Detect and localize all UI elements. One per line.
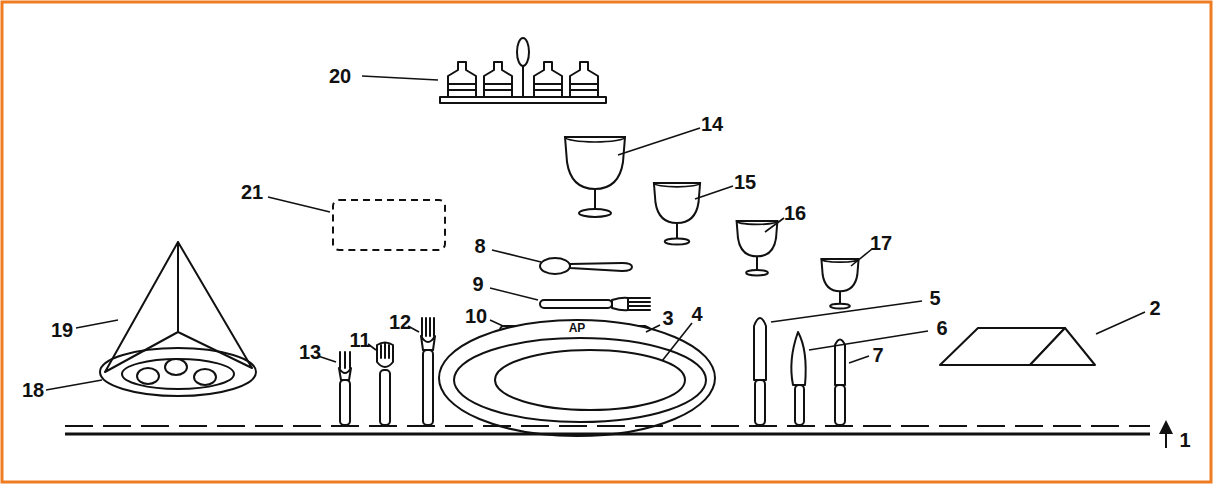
callout-number: 1 <box>1179 430 1190 450</box>
place-card <box>940 328 1095 365</box>
callout-number: 4 <box>691 304 702 324</box>
callout-number: 5 <box>929 288 940 308</box>
callout-number: 7 <box>872 345 883 365</box>
first-course-fork <box>339 352 351 425</box>
wine-glass <box>737 221 778 275</box>
callout-number: 16 <box>784 203 806 223</box>
callout-number: 21 <box>241 182 263 202</box>
table-edge <box>65 433 1150 436</box>
callout-number: 13 <box>299 342 321 362</box>
callout-number: 2 <box>1149 298 1160 318</box>
cruet-stand <box>440 38 606 103</box>
dessert-spoon <box>540 258 632 274</box>
callout-number: 15 <box>734 172 756 192</box>
water-glass <box>565 137 625 217</box>
table-edge-dashed <box>65 425 1150 427</box>
callout-number: 3 <box>662 308 673 328</box>
dashed-place <box>333 200 445 250</box>
fish-knife <box>791 332 805 425</box>
callout-number: 11 <box>349 330 370 350</box>
callout-number: 19 <box>51 320 73 340</box>
callout-number: 6 <box>936 318 947 338</box>
callout-number: 9 <box>472 274 483 294</box>
meat-fork <box>421 318 435 425</box>
sherry-glass <box>821 259 858 309</box>
callout-number: 10 <box>465 306 487 326</box>
callout-number: 18 <box>22 380 44 400</box>
bread-plate <box>100 348 256 396</box>
first-course-knife <box>835 340 845 426</box>
callout-number: 8 <box>474 236 485 256</box>
callout-number: 17 <box>870 233 892 253</box>
wine-glass <box>654 183 700 245</box>
folded-napkin <box>105 242 252 372</box>
callout-number: 20 <box>329 66 351 86</box>
service-plate <box>439 320 715 436</box>
edge-arrow <box>1165 427 1167 448</box>
plate-mark: AP <box>569 322 586 334</box>
dessert-fork <box>540 298 650 311</box>
meat-knife <box>754 318 766 425</box>
callout-number: 14 <box>701 114 723 134</box>
fish-fork <box>377 343 393 426</box>
callout-number: 12 <box>389 312 411 332</box>
